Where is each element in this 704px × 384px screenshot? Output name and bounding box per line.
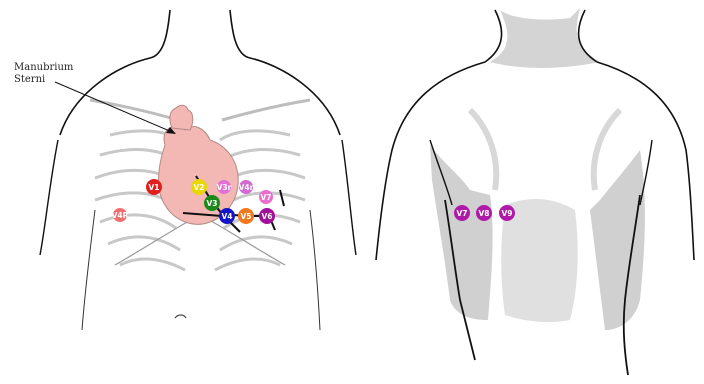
electrode-label: V7	[456, 209, 467, 218]
front-lead-v4: V4	[219, 208, 235, 224]
front-lead-v3r: V3r	[217, 180, 232, 194]
front-lead-v6: V6	[259, 208, 275, 224]
back-lead-v8: V8	[476, 205, 492, 221]
back-scapula-shade	[470, 110, 620, 190]
front-lead-v4r: V4r	[239, 180, 254, 194]
back-lead-v9: V9	[499, 205, 515, 221]
electrode-label: V6	[261, 212, 272, 221]
electrode-label: V9	[501, 209, 512, 218]
electrode-label: V2	[193, 183, 204, 192]
electrode-label: V1	[148, 183, 159, 192]
annotation-line1: Manubrium	[14, 62, 74, 73]
front-left-flank	[82, 210, 95, 330]
front-lead-v7: V7	[259, 190, 273, 204]
annotation-line2: Sterni	[14, 74, 45, 85]
electrode-label: V4r	[239, 183, 254, 192]
front-left-arm	[40, 140, 58, 255]
electrode-label: V3	[206, 199, 217, 208]
front-lead-v3: V3	[204, 195, 220, 211]
back-lead-v7: V7	[454, 205, 470, 221]
front-lead-v5: V5	[238, 208, 254, 224]
back-left-shade	[430, 145, 493, 320]
front-right-flank	[310, 210, 320, 330]
back-neck-shade	[490, 8, 600, 68]
annotation-pointer-line	[55, 82, 172, 132]
back-leads: V7 V8 V9	[454, 205, 515, 221]
front-lead-v1: V1	[146, 179, 162, 195]
electrode-label: V3r	[217, 183, 232, 192]
front-lead-v4r: V4R	[112, 208, 129, 222]
front-body-outline	[60, 10, 340, 135]
back-torso: V7 V8 V9	[376, 8, 694, 375]
electrode-label: V4R	[112, 211, 129, 220]
front-right-arm	[342, 140, 356, 255]
front-lead-v2: V2	[191, 179, 207, 195]
electrode-label: V5	[240, 212, 251, 221]
front-clavicles	[90, 100, 310, 120]
back-right-shade	[590, 150, 645, 330]
electrode-label: V7	[260, 193, 271, 202]
electrode-label: V8	[478, 209, 489, 218]
electrode-label: V4	[221, 212, 232, 221]
front-navel	[175, 315, 186, 318]
manubrium-sterni	[170, 105, 193, 130]
